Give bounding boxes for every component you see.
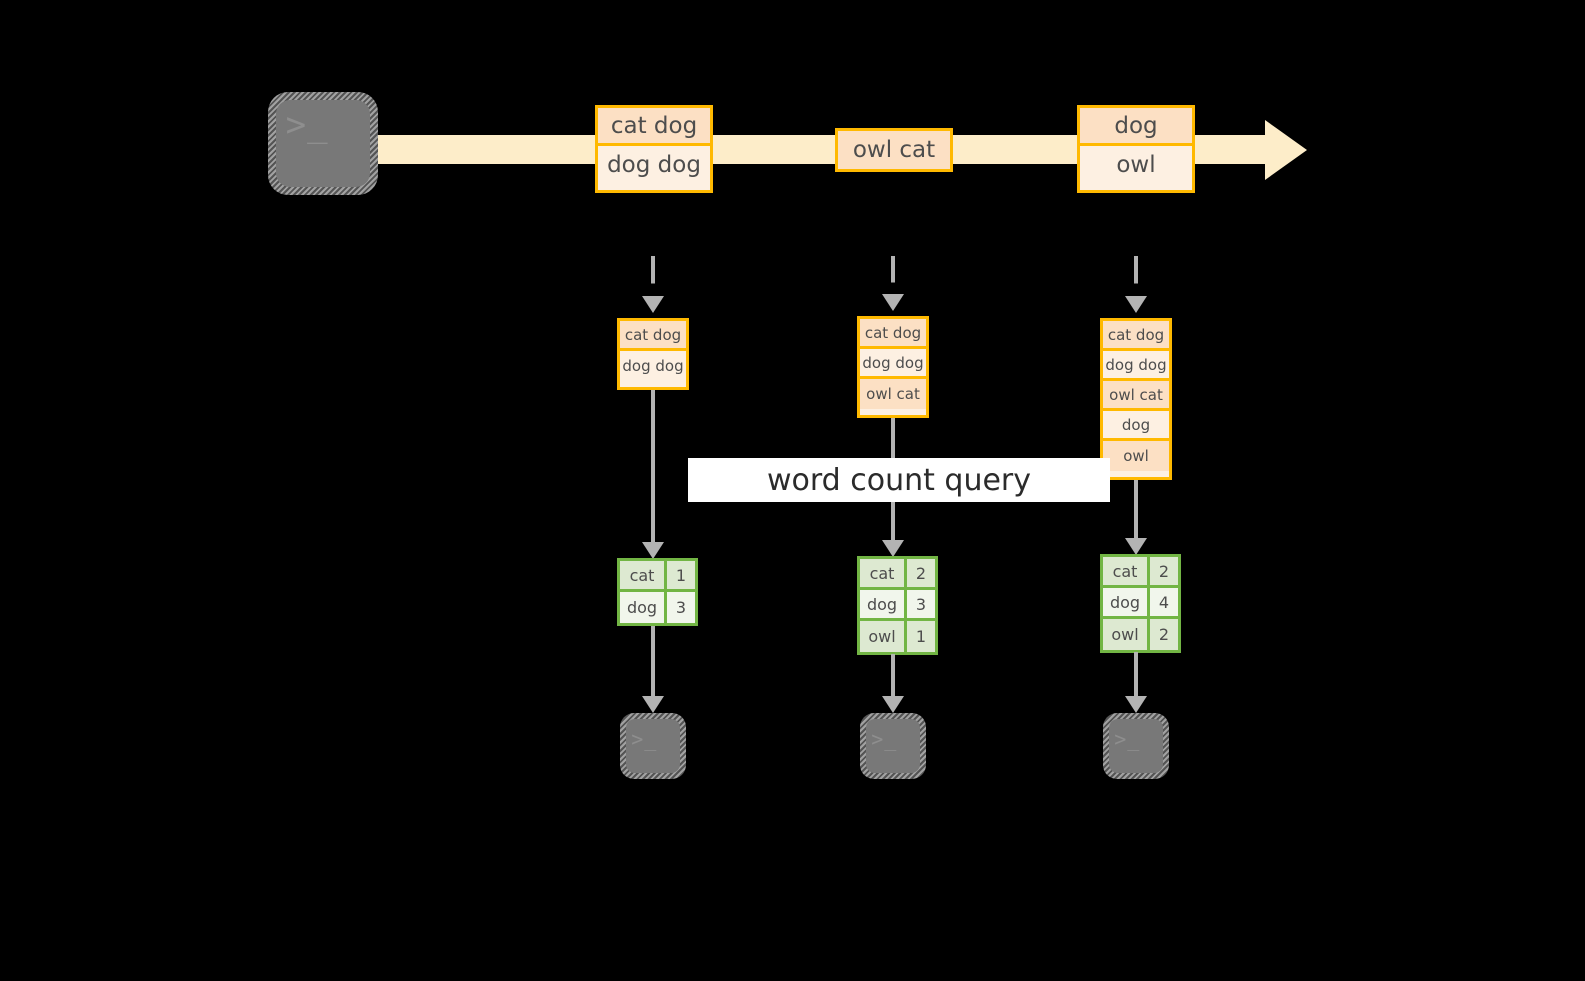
snapshot-2-records: cat dog dog dog owl cat bbox=[857, 316, 929, 418]
snapshot-record: owl bbox=[1103, 441, 1169, 471]
table-row: dog 3 bbox=[620, 592, 695, 623]
result-word: owl bbox=[1103, 619, 1150, 650]
result-table-3: cat 2 dog 4 owl 2 bbox=[1100, 554, 1181, 653]
sink-arrow-3-head bbox=[1125, 696, 1147, 713]
snapshot-record: dog dog bbox=[620, 351, 686, 381]
snapshot-record: dog dog bbox=[860, 349, 926, 379]
sink-terminal-icon-1: >_ bbox=[620, 713, 686, 779]
snapshot-record: owl cat bbox=[860, 379, 926, 409]
table-row: cat 2 bbox=[1103, 557, 1178, 588]
stream-record: owl bbox=[1080, 146, 1192, 184]
table-row: cat 2 bbox=[860, 559, 935, 590]
table-row: cat 1 bbox=[620, 561, 695, 592]
result-table-1: cat 1 dog 3 bbox=[617, 558, 698, 626]
result-word: dog bbox=[860, 590, 907, 618]
stream-group-1: cat dog dog dog bbox=[595, 105, 713, 193]
snapshot-trigger-arrow bbox=[891, 256, 895, 300]
snapshot-trigger-arrow-head bbox=[1125, 296, 1147, 313]
result-count: 2 bbox=[907, 559, 935, 587]
terminal-prompt-glyph: >_ bbox=[285, 105, 329, 146]
snapshot-record: owl cat bbox=[1103, 381, 1169, 411]
snapshot-record: cat dog bbox=[620, 321, 686, 351]
table-row: dog 4 bbox=[1103, 588, 1178, 619]
stream-group-2: owl cat bbox=[835, 128, 953, 172]
snapshot-record: cat dog bbox=[1103, 321, 1169, 351]
sink-arrow-2-head bbox=[882, 696, 904, 713]
stream-group-3: dog owl bbox=[1077, 105, 1195, 193]
query-arrow-1-head bbox=[642, 542, 664, 559]
stream-record: owl cat bbox=[838, 131, 950, 169]
result-count: 4 bbox=[1150, 588, 1178, 616]
result-word: dog bbox=[620, 592, 667, 623]
query-arrow-1 bbox=[651, 390, 655, 547]
result-word: cat bbox=[1103, 557, 1150, 585]
result-word: cat bbox=[860, 559, 907, 587]
query-arrow-2-head bbox=[882, 540, 904, 557]
result-word: dog bbox=[1103, 588, 1150, 616]
stream-record: dog dog bbox=[598, 146, 710, 184]
stream-record: cat dog bbox=[598, 108, 710, 146]
snapshot-trigger-arrow bbox=[1134, 256, 1138, 302]
terminal-screen bbox=[1109, 719, 1163, 773]
snapshot-trigger-arrow-head bbox=[642, 296, 664, 313]
table-row: dog 3 bbox=[860, 590, 935, 621]
snapshot-record: cat dog bbox=[860, 319, 926, 349]
terminal-screen bbox=[866, 719, 920, 773]
terminal-prompt-glyph: >_ bbox=[631, 726, 658, 751]
result-count: 3 bbox=[907, 590, 935, 618]
result-word: cat bbox=[620, 561, 667, 589]
source-terminal-icon: >_ bbox=[268, 92, 378, 195]
table-row: owl 2 bbox=[1103, 619, 1178, 650]
sink-arrow-2 bbox=[891, 654, 895, 700]
result-table-2: cat 2 dog 3 owl 1 bbox=[857, 556, 938, 655]
snapshot-trigger-arrow bbox=[651, 256, 655, 302]
result-count: 2 bbox=[1150, 619, 1178, 650]
terminal-screen bbox=[276, 100, 370, 187]
sink-terminal-icon-2: >_ bbox=[860, 713, 926, 779]
stream-arrow-head bbox=[1265, 120, 1307, 180]
snapshot-record: dog dog bbox=[1103, 351, 1169, 381]
result-count: 1 bbox=[907, 621, 935, 652]
terminal-prompt-glyph: >_ bbox=[1114, 726, 1141, 751]
terminal-prompt-glyph: >_ bbox=[871, 726, 898, 751]
sink-arrow-3 bbox=[1134, 652, 1138, 700]
query-label: word count query bbox=[688, 458, 1110, 502]
sink-terminal-icon-3: >_ bbox=[1103, 713, 1169, 779]
snapshot-1-records: cat dog dog dog bbox=[617, 318, 689, 390]
snapshot-3-records: cat dog dog dog owl cat dog owl bbox=[1100, 318, 1172, 480]
query-arrow-3 bbox=[1134, 480, 1138, 543]
table-row: owl 1 bbox=[860, 621, 935, 652]
snapshot-trigger-arrow-head bbox=[882, 294, 904, 311]
result-count: 2 bbox=[1150, 557, 1178, 585]
result-count: 1 bbox=[667, 561, 695, 589]
query-arrow-3-head bbox=[1125, 538, 1147, 555]
sink-arrow-1 bbox=[651, 626, 655, 700]
stream-record: dog bbox=[1080, 108, 1192, 146]
sink-arrow-1-head bbox=[642, 696, 664, 713]
result-word: owl bbox=[860, 621, 907, 652]
terminal-screen bbox=[626, 719, 680, 773]
result-count: 3 bbox=[667, 592, 695, 623]
snapshot-record: dog bbox=[1103, 411, 1169, 441]
